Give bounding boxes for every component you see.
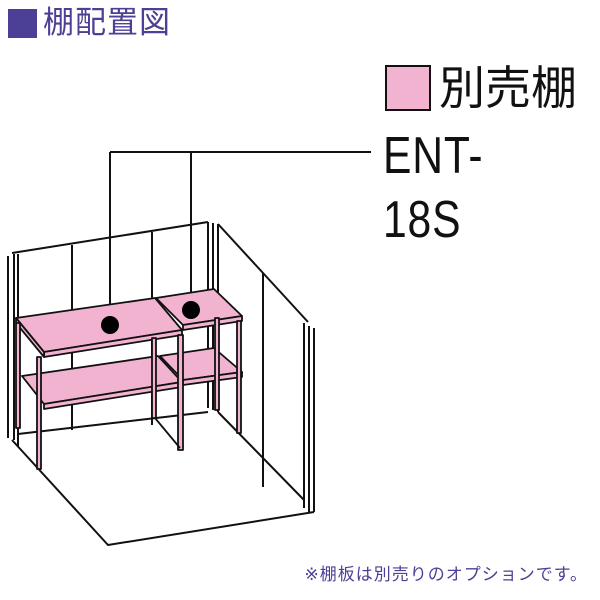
- legend-label: 別売棚: [439, 61, 577, 115]
- marker-dot: [101, 316, 119, 334]
- footnote: ※棚板は別売りのオプションです。: [304, 565, 588, 585]
- page-title: 棚配置図: [8, 3, 171, 43]
- legend: 別売棚: [385, 60, 577, 116]
- pink-swatch-icon: [385, 65, 431, 111]
- title-square-icon: [8, 8, 37, 38]
- marker-dot: [182, 301, 200, 319]
- model-number: ENT-18S: [383, 127, 484, 249]
- title-text: 棚配置図: [43, 5, 171, 41]
